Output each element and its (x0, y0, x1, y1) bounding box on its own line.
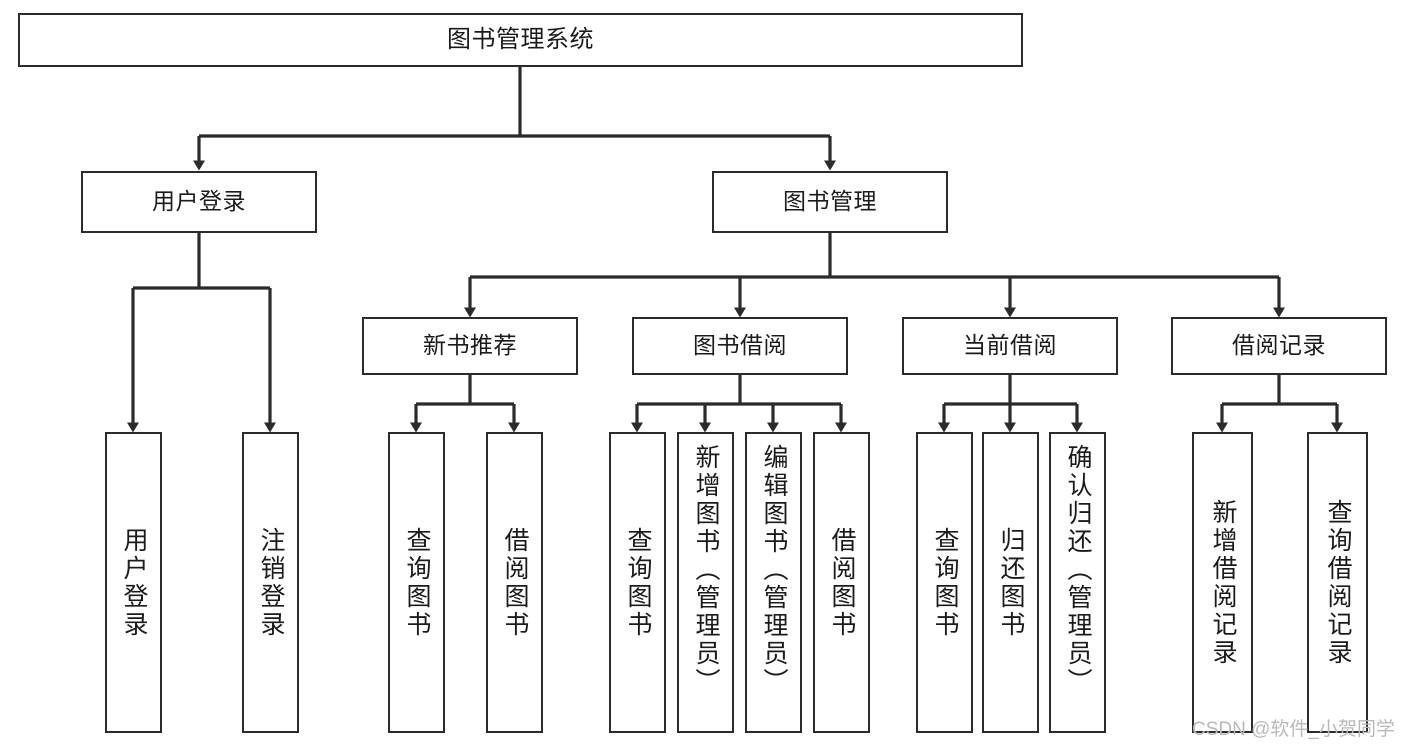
node-leaf-query-borrow-record[interactable]: 查询借阅记录 (1307, 432, 1368, 733)
node-user-login[interactable]: 用户登录 (81, 171, 317, 233)
node-book-management[interactable]: 图书管理 (712, 171, 948, 233)
node-label: 用户登录 (152, 188, 246, 215)
node-borrow-record[interactable]: 借阅记录 (1171, 317, 1387, 375)
node-label: 查询借阅记录 (1324, 498, 1352, 667)
node-leaf-query-book-borrow[interactable]: 查询图书 (609, 432, 666, 733)
node-label: 借阅图书 (828, 526, 856, 639)
node-label: 新书推荐 (423, 332, 517, 359)
node-label: 图书借阅 (693, 332, 787, 359)
node-leaf-edit-book-admin[interactable]: 编辑图书（管理员） (745, 432, 802, 733)
node-leaf-confirm-return-admin[interactable]: 确认归还（管理员） (1049, 432, 1106, 733)
node-label: 当前借阅 (963, 332, 1057, 359)
node-label: 查询图书 (624, 526, 652, 639)
node-leaf-borrow-book[interactable]: 借阅图书 (813, 432, 870, 733)
node-label: 新增图书（管理员） (692, 444, 720, 696)
node-label: 图书管理 (783, 188, 877, 215)
node-new-book-recommendation[interactable]: 新书推荐 (362, 317, 578, 375)
node-leaf-user-login[interactable]: 用户登录 (105, 432, 162, 733)
node-label: 借阅图书 (501, 526, 529, 639)
node-label: 借阅记录 (1232, 332, 1326, 359)
node-leaf-return-book[interactable]: 归还图书 (982, 432, 1039, 733)
node-current-borrow[interactable]: 当前借阅 (902, 317, 1118, 375)
node-book-borrow[interactable]: 图书借阅 (632, 317, 848, 375)
node-label: 注销登录 (257, 526, 285, 639)
node-label: 图书管理系统 (447, 25, 594, 53)
node-label: 编辑图书（管理员） (760, 444, 788, 696)
node-leaf-add-book-admin[interactable]: 新增图书（管理员） (677, 432, 734, 733)
node-label: 用户登录 (120, 526, 148, 639)
node-leaf-borrow-book-recommendation[interactable]: 借阅图书 (486, 432, 543, 733)
node-leaf-logout[interactable]: 注销登录 (242, 432, 299, 733)
node-root-book-management-system[interactable]: 图书管理系统 (18, 13, 1023, 67)
csdn-watermark: CSDN @软件_小贺同学 (1192, 719, 1395, 740)
node-label: 确认归还（管理员） (1064, 444, 1092, 696)
node-leaf-add-borrow-record[interactable]: 新增借阅记录 (1192, 432, 1253, 733)
node-label: 查询图书 (403, 526, 431, 639)
node-leaf-query-book-current[interactable]: 查询图书 (916, 432, 973, 733)
node-label: 新增借阅记录 (1209, 498, 1237, 667)
node-leaf-query-book-recommendation[interactable]: 查询图书 (388, 432, 445, 733)
node-label: 查询图书 (931, 526, 959, 639)
node-label: 归还图书 (997, 526, 1025, 639)
